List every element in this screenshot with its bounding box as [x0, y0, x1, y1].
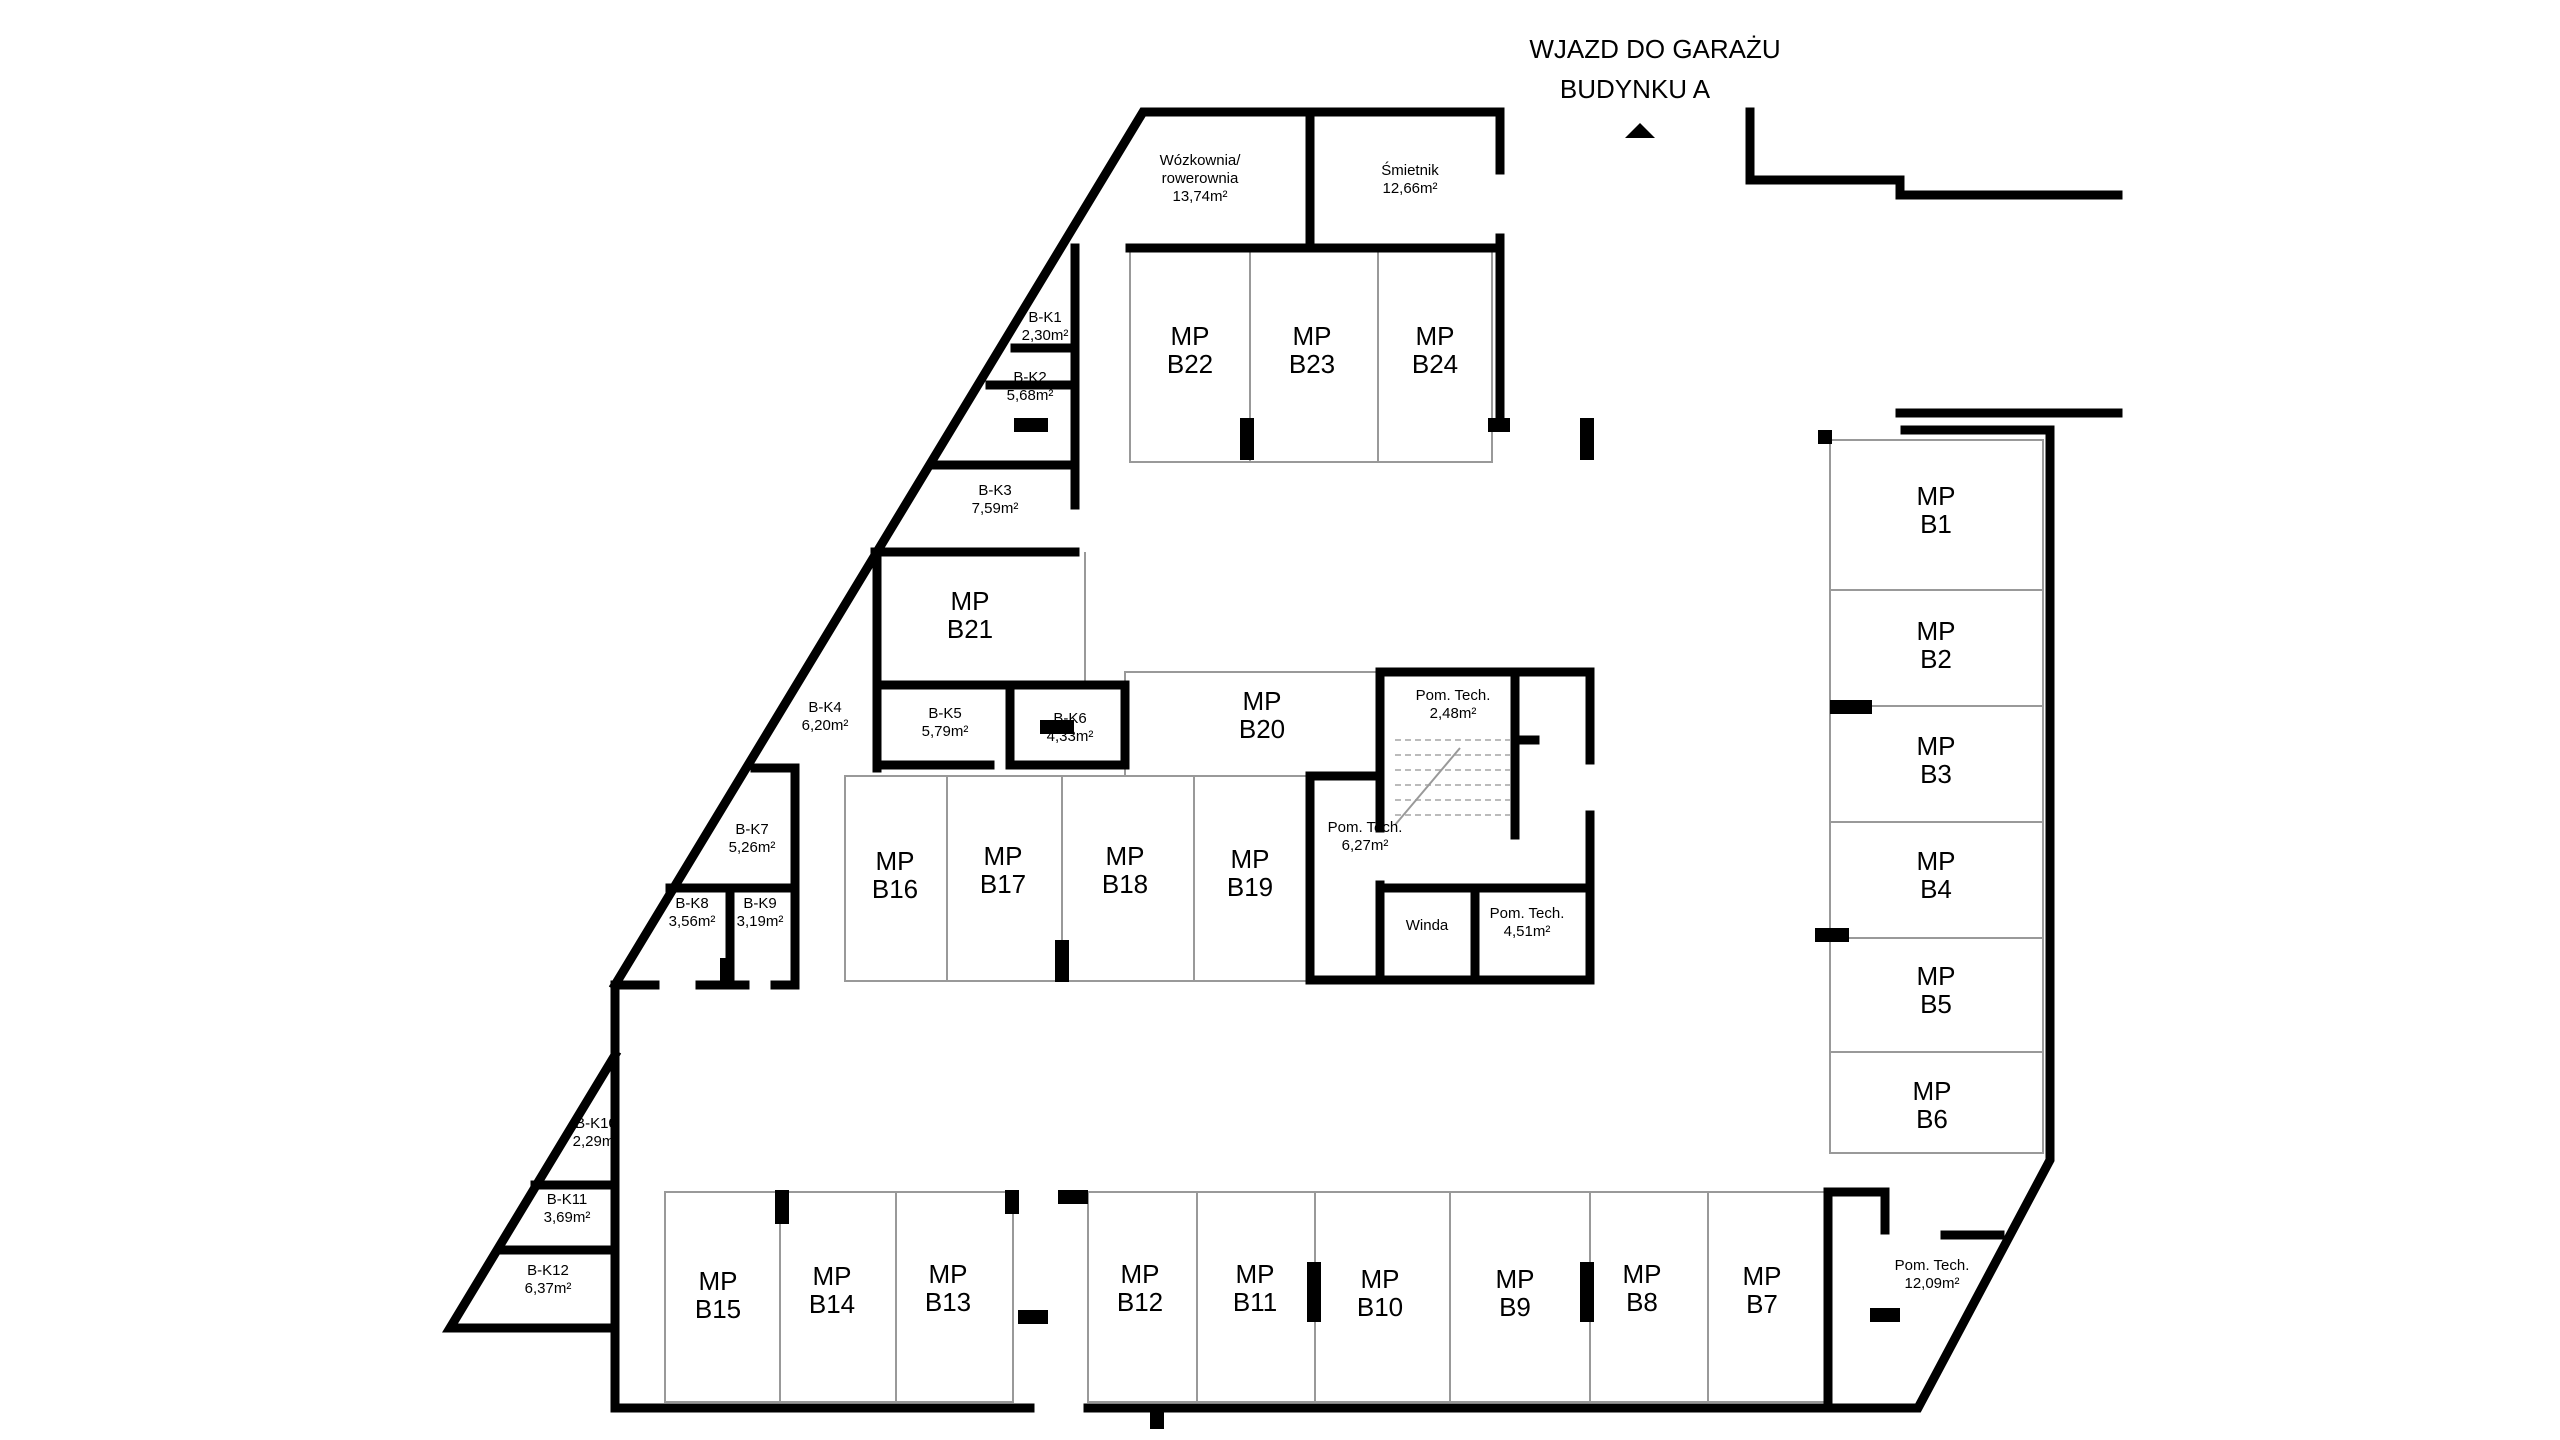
entrance-label-line1: WJAZD DO GARAŻU [1529, 34, 1780, 64]
room-label-winda: Winda [1406, 917, 1449, 934]
walls [442, 107, 2123, 1413]
entrance-arrow-icon [1625, 123, 1655, 138]
room-label-pt2: Pom. Tech.6,27m² [1328, 819, 1403, 854]
room-label-pt4: Pom. Tech.12,09m² [1895, 1257, 1970, 1292]
room-label-pt3: Pom. Tech.4,51m² [1490, 905, 1565, 940]
pillars [720, 418, 1900, 1429]
entrance-label-line2: BUDYNKU A [1560, 74, 1711, 104]
room-label-pt1: Pom. Tech.2,48m² [1416, 687, 1491, 722]
